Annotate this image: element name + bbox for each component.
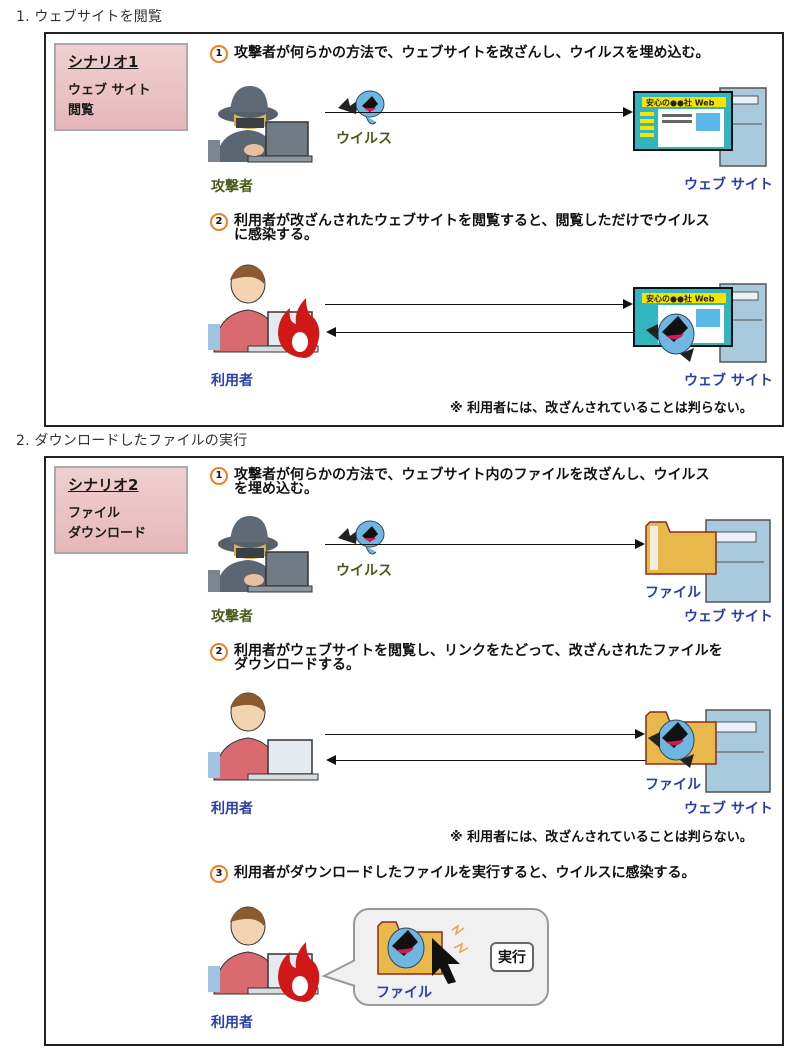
s1-response-arrow xyxy=(326,327,633,337)
s1-website-label-2: ウェブ サイト xyxy=(684,373,773,389)
virus-icon xyxy=(338,90,385,125)
user-illustration xyxy=(208,906,320,1002)
s1-step-2-text-line-1: 利用者が改ざんされたウェブサイトを閲覧すると、閲覧しただけでウイルス xyxy=(234,213,710,229)
scenario-2-badge: シナリオ2 ファイル ダウンロード xyxy=(54,466,188,554)
s1-user-label: 利用者 xyxy=(211,373,253,389)
s2-request-arrow xyxy=(325,729,645,739)
site-banner-text: 安心の●●社 Web xyxy=(646,98,715,108)
scenario-1-subtitle-line-2: 閲覧 xyxy=(68,103,95,118)
infected-file-icon xyxy=(377,921,469,984)
s1-website-label: ウェブ サイト xyxy=(684,177,773,193)
s2-response-arrow xyxy=(326,755,646,765)
s2-note: ※ 利用者には、改ざんされていることは判らない。 xyxy=(450,830,753,845)
s2-user-label: 利用者 xyxy=(211,801,253,817)
user-illustration xyxy=(208,692,319,781)
s1-step1-arrow xyxy=(325,107,633,117)
website-server-icon: 安心の●●社 Web xyxy=(633,87,767,167)
step-number-icon: 1 xyxy=(210,467,228,485)
bubble-tail xyxy=(321,959,356,987)
s2-file-label-2: ファイル xyxy=(645,777,701,793)
step-number-icon: 2 xyxy=(210,643,228,661)
s2-step-2-text-line-2: ダウンロードする。 xyxy=(234,657,360,673)
section-1-heading: 1. ウェブサイトを閲覧 xyxy=(16,9,163,25)
s2-step1-arrow xyxy=(325,539,645,549)
s2-attacker-label: 攻撃者 xyxy=(211,609,253,625)
s2-website-label-2: ウェブ サイト xyxy=(684,801,773,817)
user-illustration xyxy=(208,264,320,358)
s2-step-1-text-line-1: 攻撃者が何らかの方法で、ウェブサイト内のファイルを改ざんし、ウイルス xyxy=(234,467,710,483)
scenario-1-subtitle-line-1: ウェブ サイト xyxy=(68,83,151,98)
s1-step-1-text: 攻撃者が何らかの方法で、ウェブサイトを改ざんし、ウイルスを埋め込む。 xyxy=(234,45,710,61)
virus-icon xyxy=(338,520,385,555)
scenario-2-title: シナリオ2 xyxy=(68,476,139,494)
scenario-1-title: シナリオ1 xyxy=(68,53,139,71)
infected-website-server-icon: 安心の●●社 Web xyxy=(633,283,767,363)
s1-virus-label: ウイルス xyxy=(336,131,392,147)
s2-user-label-2: 利用者 xyxy=(211,1015,253,1031)
s2-step-3-text: 利用者がダウンロードしたファイルを実行すると、ウイルスに感染する。 xyxy=(234,865,696,881)
step-number-icon: 2 xyxy=(210,213,228,231)
s1-note: ※ 利用者には、改ざんされていることは判らない。 xyxy=(450,401,753,416)
execute-label: 実行 xyxy=(490,942,534,972)
s1-request-arrow xyxy=(325,299,633,309)
scenario-1-badge: シナリオ1 ウェブ サイト 閲覧 xyxy=(54,43,188,131)
s2-website-label: ウェブ サイト xyxy=(684,609,773,625)
s1-attacker-label: 攻撃者 xyxy=(211,179,253,195)
scenario-2-subtitle-line-1: ファイル xyxy=(68,506,121,521)
s2-step-2-text-line-1: 利用者がウェブサイトを閲覧し、リンクをたどって、改ざんされたファイルを xyxy=(234,643,723,659)
scenario-2-subtitle-line-2: ダウンロード xyxy=(68,526,147,541)
infected-file-on-server-icon xyxy=(645,709,771,793)
attacker-illustration xyxy=(208,86,313,163)
file-on-server-icon xyxy=(645,519,771,603)
section-2-heading: 2. ダウンロードしたファイルの実行 xyxy=(16,433,248,449)
s2-virus-label: ウイルス xyxy=(336,563,392,579)
s2-file-label: ファイル xyxy=(645,585,701,601)
step-number-icon: 3 xyxy=(210,865,228,883)
s2-bubble-file-label: ファイル xyxy=(376,985,432,1001)
attacker-illustration xyxy=(208,516,313,593)
s2-step-1-text-line-2: を埋め込む。 xyxy=(234,481,318,497)
step-number-icon: 1 xyxy=(210,45,228,63)
s1-step-2-text-line-2: に感染する。 xyxy=(234,227,318,243)
site-banner-text: 安心の●●社 Web xyxy=(646,294,715,304)
